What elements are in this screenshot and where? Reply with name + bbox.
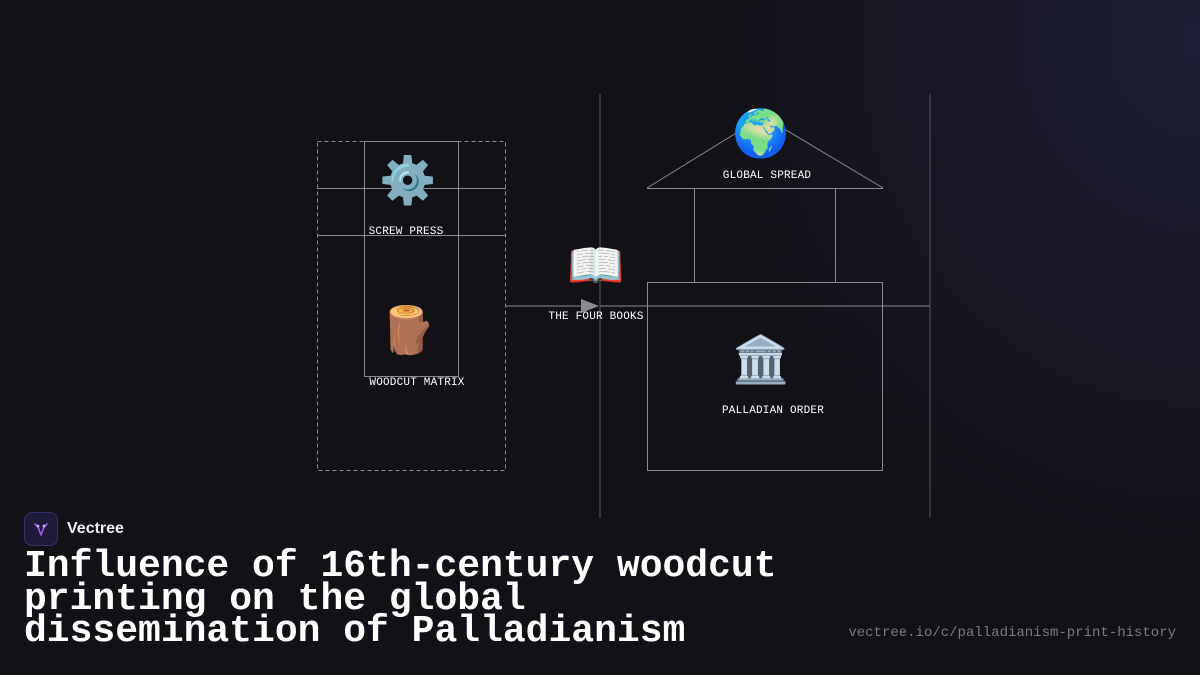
- gear-icon: ⚙️: [379, 153, 437, 207]
- brand: Vectree: [24, 512, 124, 546]
- press-column-frame: [364, 141, 459, 377]
- brand-name: Vectree: [67, 520, 124, 537]
- source-url[interactable]: vectree.io/c/palladianism-print-history: [848, 625, 1176, 641]
- node-label-four-books: THE FOUR BOOKS: [548, 311, 644, 323]
- node-label-screw-press: SCREW PRESS: [368, 226, 444, 238]
- building-upper: [694, 188, 836, 283]
- vectree-logo-icon: [24, 512, 58, 546]
- node-label-palladian-order: PALLADIAN ORDER: [721, 405, 825, 417]
- node-label-global-spread: GLOBAL SPREAD: [722, 170, 812, 182]
- building-lower: [647, 282, 883, 471]
- flow-arrow-head: [581, 299, 599, 313]
- node-label-woodcut-matrix: WOODCUT MATRIX: [369, 377, 465, 389]
- globe-icon: 🌍: [732, 106, 790, 160]
- open-book-icon: 📖: [567, 238, 625, 292]
- classical-building-icon: 🏛️: [732, 332, 790, 386]
- wood-log-icon: 🪵: [379, 303, 437, 357]
- page-title: Influence of 16th-century woodcut printi…: [24, 545, 777, 653]
